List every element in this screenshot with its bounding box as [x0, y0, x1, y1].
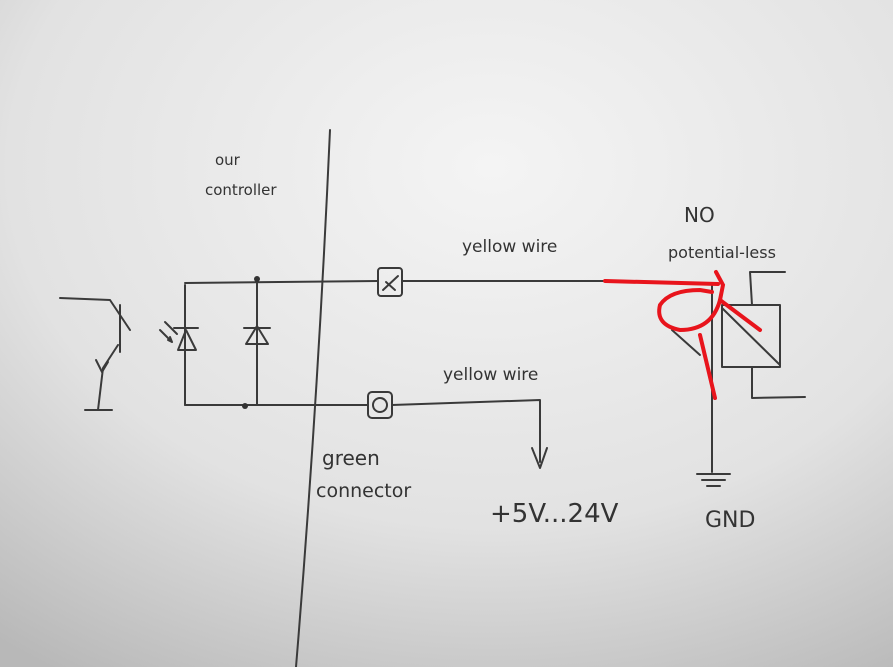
relay-label-line1: NO	[684, 203, 715, 227]
ground-label: GND	[705, 508, 755, 533]
controller-label-line1: our	[215, 151, 241, 169]
top-wire-label: yellow wire	[462, 237, 557, 257]
optocoupler-led-symbol	[159, 284, 199, 406]
red-annotation	[603, 270, 762, 400]
supply-voltage-label: +5V...24V	[490, 499, 619, 529]
relay-label-line2: potential-less	[668, 243, 776, 262]
top-internal-wire	[184, 280, 379, 284]
bottom-wire-label: yellow wire	[443, 365, 538, 385]
connector-label-line1: green	[322, 446, 380, 470]
transistor-symbol	[59, 297, 131, 411]
ground-symbol	[696, 473, 731, 487]
controller-label-line2: controller	[205, 181, 277, 199]
supply-arrow-icon	[531, 447, 548, 469]
yellow-wire-bottom	[391, 399, 541, 463]
controller-boundary-line	[295, 129, 331, 667]
diode-symbol	[242, 276, 271, 409]
connector-label-line2: connector	[316, 480, 411, 502]
